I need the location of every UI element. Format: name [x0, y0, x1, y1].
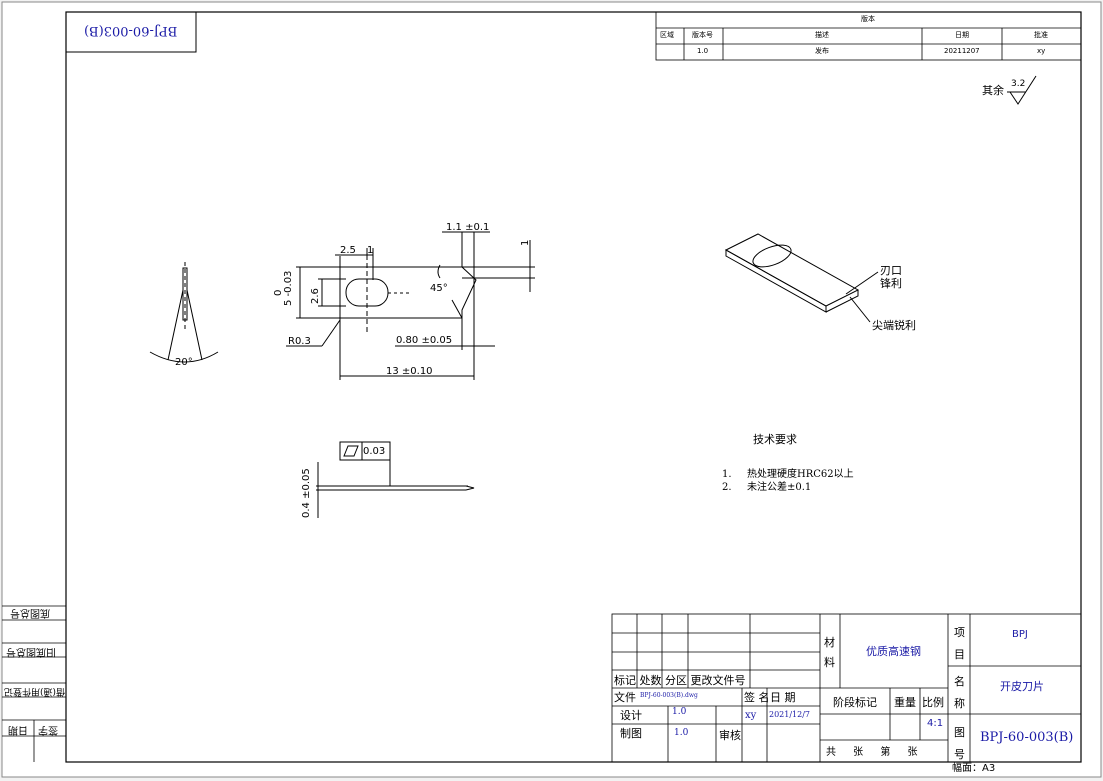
tech-req-item-1: 热处理硬度HRC62以上 [747, 469, 854, 480]
dim-45: 45° [430, 283, 448, 294]
dim-1-a: 1 [367, 245, 374, 256]
tb-review-label: 审核 [719, 729, 741, 742]
tb-rev-header: 标记 处数 分区 更改文件号 [614, 674, 746, 687]
strip-borrow: 借(通)用件登记 [4, 686, 66, 696]
tb-designer-version: 1.0 [672, 707, 687, 717]
dim-1-b: 1 [520, 239, 531, 246]
dim-13: 13 ±0.10 [386, 366, 433, 377]
stamp-box [65, 11, 197, 53]
left-strip [2, 605, 66, 762]
tb-project-label: 项目 [954, 626, 965, 661]
tech-req-num-2: 2. [722, 482, 732, 493]
iso-label-edge: 刃口 [880, 264, 902, 277]
dim-0-80: 0.80 ±0.05 [396, 335, 453, 346]
iso-label-tip: 尖端锐利 [872, 319, 916, 332]
tb-name-label: 名称 [954, 675, 965, 710]
revision-title: 版本 [861, 15, 875, 23]
tech-req-num-1: 1. [722, 469, 732, 480]
tb-sheet-labels: 共 张 第 张 [826, 747, 918, 758]
tb-project-value: BPJ [1012, 629, 1028, 640]
dim-20: 20° [175, 357, 193, 368]
dim-r0-3: R0.3 [288, 336, 311, 347]
tb-designer-date: 2021/12/7 [769, 710, 811, 719]
stamp-code: BPJ-60-003(B) [84, 23, 178, 38]
strip-base-total: 底图总号 [10, 607, 50, 618]
tb-date-label: 日 期 [770, 691, 796, 704]
side-view [149, 262, 219, 363]
section-view [316, 441, 475, 518]
tb-material-label: 材料 [824, 636, 835, 669]
tb-scale-label: 比例 [922, 696, 944, 709]
surface-finish-label: 其余 [982, 84, 1004, 97]
rev-header-area: 区域 [660, 31, 674, 39]
tb-paper-size: 幅面：A3 [952, 763, 996, 774]
surface-finish-value: 3.2 [1011, 79, 1026, 89]
dim-5: 5 -0.03 [283, 270, 294, 306]
dim-thickness: 0.4 ±0.05 [301, 468, 312, 518]
tb-scale-value: 4:1 [927, 718, 944, 729]
tb-stage-label: 阶段标记 [833, 696, 877, 709]
tb-designer-name: xy [745, 710, 757, 721]
rev-header-approve: 批准 [1034, 31, 1048, 39]
rev-header-date: 日期 [955, 31, 969, 39]
revision-block [655, 11, 1082, 61]
isometric-view [724, 233, 879, 323]
strip-sign: 签字 [38, 724, 58, 735]
iso-label-edge-sharp: 锋利 [880, 277, 902, 290]
dim-2-6: 2.6 [310, 288, 321, 304]
tb-drawer-label: 制图 [620, 727, 642, 740]
rev-header-version: 版本号 [692, 31, 713, 39]
dim-1-1: 1.1 ±0.1 [446, 222, 490, 233]
tb-drawer-version: 1.0 [674, 728, 689, 738]
inner-frame [65, 11, 1082, 763]
tb-sign-label: 签 名 [744, 691, 770, 704]
rev-row-approve: xy [1037, 47, 1046, 55]
tb-name-value: 开皮刀片 [1000, 680, 1044, 693]
tb-designer-label: 设计 [620, 709, 642, 722]
tb-file-value: BPJ-60-003(B).dwg [640, 692, 698, 699]
surface-finish-symbol [1007, 75, 1037, 105]
rev-row-desc: 发布 [815, 47, 829, 55]
flatness-value: 0.03 [363, 446, 386, 457]
tb-material-value: 优质高速钢 [866, 645, 921, 658]
strip-date: 日期 [8, 724, 28, 735]
rev-row-version: 1.0 [697, 47, 709, 55]
front-view [286, 231, 535, 380]
tb-weight-label: 重量 [894, 696, 916, 709]
strip-old-base: 旧底图总号 [6, 646, 56, 657]
rev-row-date: 20211207 [944, 47, 980, 55]
tech-req-item-2: 未注公差±0.1 [747, 482, 812, 493]
tb-file-label: 文件 [614, 691, 636, 704]
title-block-grid [611, 613, 1082, 763]
tech-req-title: 技术要求 [753, 433, 797, 446]
rev-header-desc: 描述 [815, 31, 829, 39]
tb-drawing-value: BPJ-60-003(B) [980, 730, 1074, 745]
tb-drawing-label: 图号 [954, 726, 965, 761]
dim-2-5: 2.5 [340, 245, 356, 256]
